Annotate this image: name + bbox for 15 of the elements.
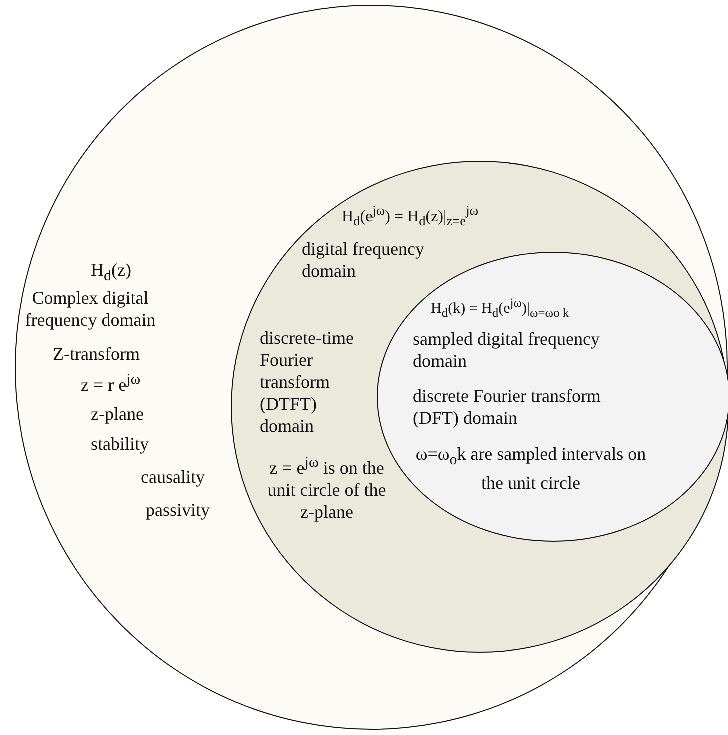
domain-text: Z-transform [53,343,141,365]
domain-text: discrete-time Fourier transform (DTFT) domain [260,327,355,437]
domain-text: ω=ω$_{o}$k are sampled intervals on the unit circle [414,443,648,494]
domain-text: sampled digital frequency domain [413,328,601,372]
domain-text: Complex digital frequency domain [24,287,157,331]
domain-text: passivity [146,499,212,521]
domain-text: discrete Fourier transform (DFT) domain [413,385,602,429]
domain-text: z-plane [91,403,145,425]
domain-text: causality [141,466,206,488]
domain-text: z = r e$^{jω}$ [81,371,142,396]
domain-text: stability [91,433,150,455]
formula-text: H$_{d}$(k) = H$_{d}$(e$^{jω}$)|$_{ω=ωo k}$ [431,295,570,322]
formula-text: H$_{d}$(z) [91,259,132,287]
domain-text: digital frequency domain [302,238,426,282]
domain-text: z = e$^{jω}$ is on the unit circle of the z-plane [267,454,387,523]
